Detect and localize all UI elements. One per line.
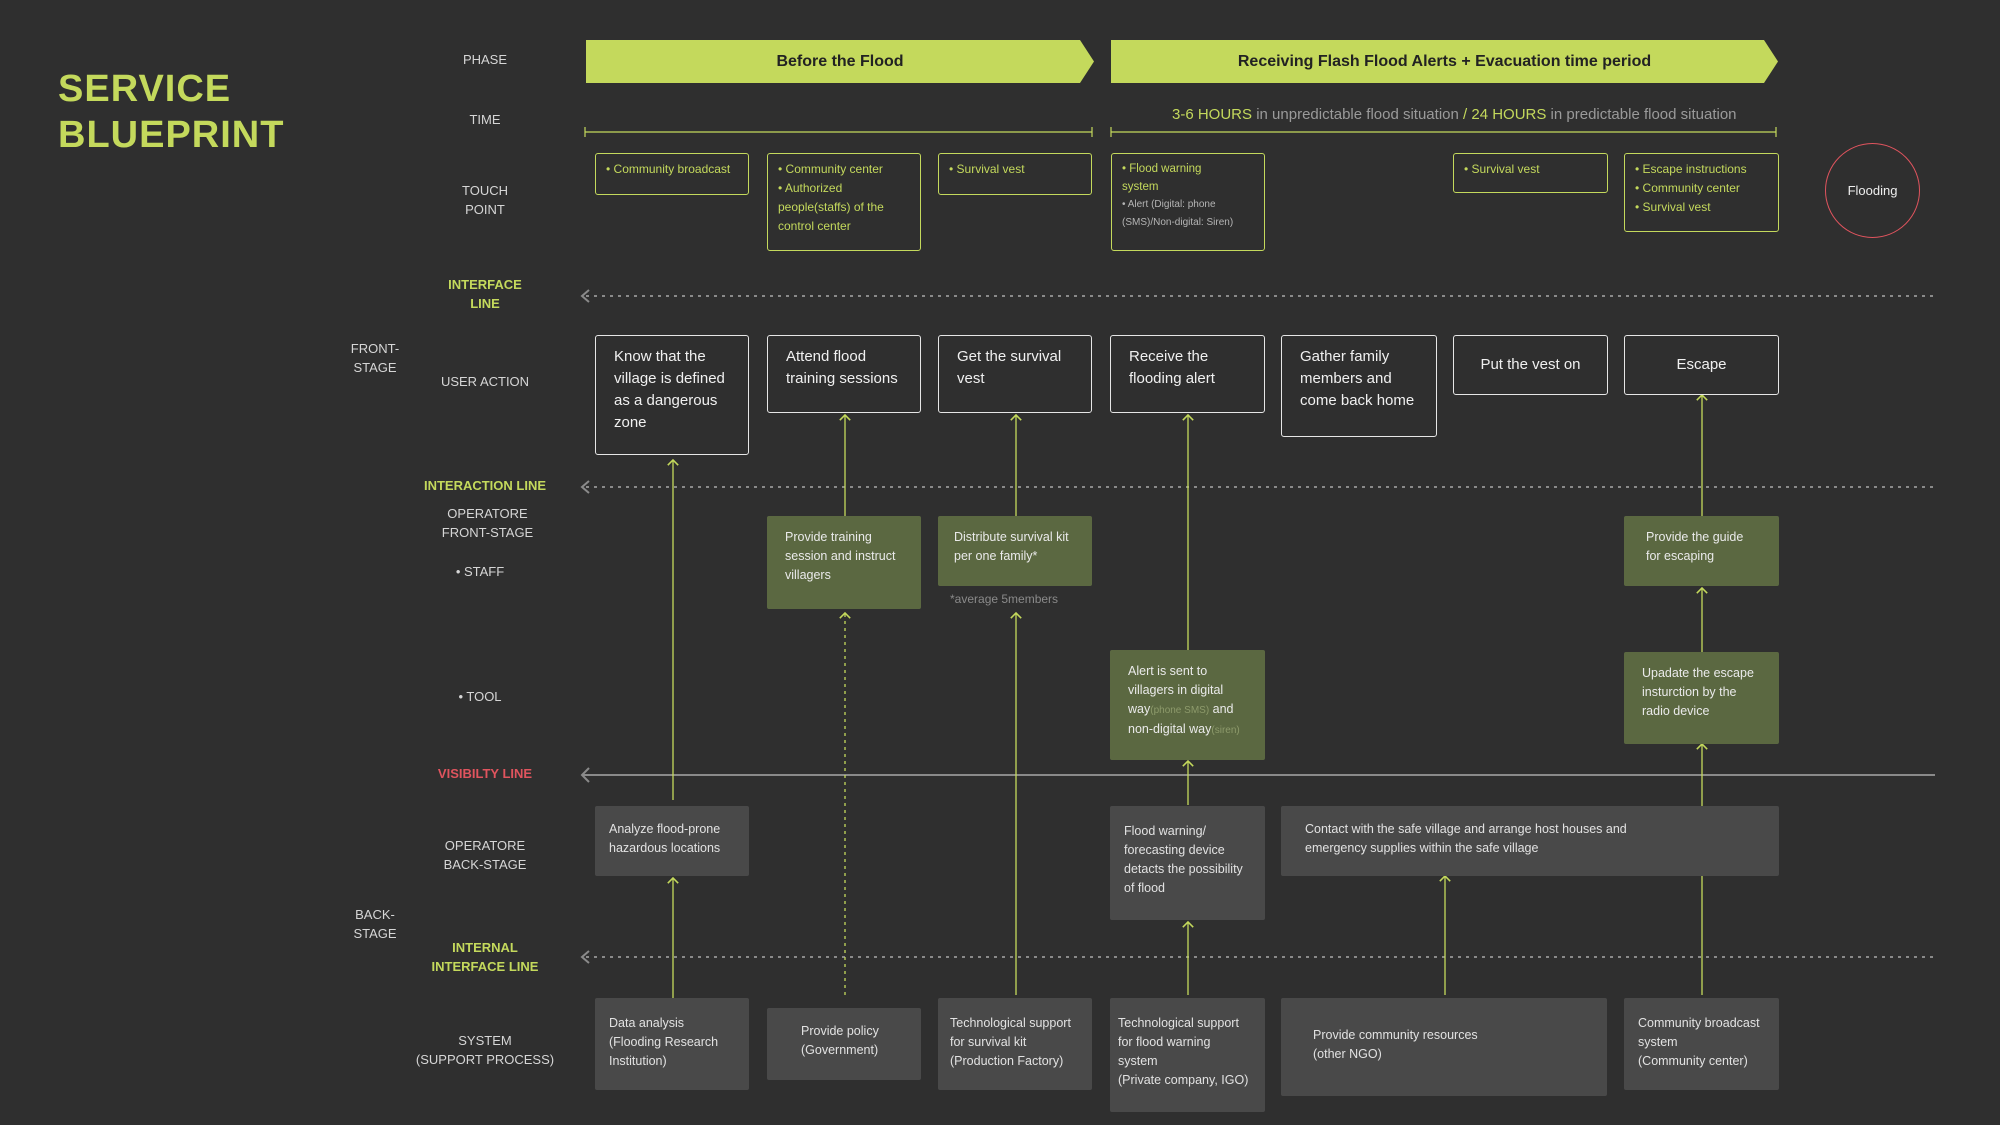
time-bar-before: [584, 127, 1093, 137]
tool-alert-sent: Alert is sent to villagers in digital wa…: [1110, 650, 1265, 760]
tp-item: control center: [778, 219, 851, 233]
tool-alert-text-4: (siren): [1211, 725, 1240, 736]
tp-item: • Authorized: [778, 181, 843, 195]
label-touch-point: TOUCH POINT: [462, 183, 508, 217]
tp-item: • Alert (Digital: phone: [1122, 199, 1216, 210]
tp-item: • Community center: [1635, 181, 1740, 195]
backstage-analyze-locations: Analyze flood-prone hazardous locations: [595, 806, 749, 876]
tp-item: • Community center: [778, 162, 883, 176]
touch-point-community-center: • Community center • Authorized people(s…: [767, 153, 921, 251]
touch-point-community-broadcast: • Community broadcast: [595, 153, 749, 195]
time-bar-alert: [1110, 127, 1777, 137]
label-operator-front-stage: OPERATORE FRONT-STAGE: [441, 506, 534, 540]
system-data-analysis: Data analysis (Flooding Research Institu…: [595, 998, 749, 1090]
time-text-unpredictable: in unpredictable flood situation: [1252, 106, 1464, 123]
label-interface-line: INTERFACE LINE: [448, 277, 522, 311]
tool-update-escape: Upadate the escape insturction by the ra…: [1624, 652, 1779, 744]
label-phase: PHASE: [462, 52, 508, 67]
tp-item: • Survival vest: [1464, 162, 1540, 176]
backstage-flood-forecasting: Flood warning/ forecasting device detact…: [1110, 806, 1265, 920]
staff-provide-training: Provide training session and instruct vi…: [767, 516, 921, 609]
system-tech-support-kit: Technological support for survival kit (…: [938, 998, 1092, 1090]
time-description: 3-6 HOURS in unpredictable flood situati…: [1172, 106, 1737, 123]
staff-distribute-kit: Distribute survival kit per one family*: [938, 516, 1092, 586]
label-time: TIME: [469, 112, 501, 127]
label-visibility-line: VISIBILTY LINE: [437, 766, 533, 781]
label-user-action: USER ACTION: [440, 374, 530, 389]
touch-point-flood-warning: • Flood warning system • Alert (Digital:…: [1111, 153, 1265, 251]
tool-alert-text-1: Alert is sent to villagers in digital wa…: [1128, 664, 1224, 716]
backstage-contact-safe-village: Contact with the safe village and arrang…: [1281, 806, 1779, 876]
tp-item: (SMS)/Non-digital: Siren): [1122, 217, 1234, 228]
tp-item: system: [1122, 181, 1159, 193]
label-internal-interface-line: INTERNAL INTERFACE LINE: [431, 940, 539, 974]
label-back-stage: BACK- STAGE: [353, 907, 397, 941]
tool-alert-text-2: (phone SMS): [1150, 705, 1210, 716]
touch-point-survival-vest: • Survival vest: [938, 153, 1092, 195]
page-title: SERVICE BLUEPRINT: [58, 68, 285, 156]
system-tech-support-warning: Technological support for flood warning …: [1110, 998, 1265, 1112]
label-front-stage: FRONT- STAGE: [350, 341, 400, 375]
tool-alert-text-3: and non-digital way: [1128, 702, 1234, 736]
user-action-receive-alert: Receive the flooding alert: [1110, 335, 1265, 413]
time-hours-predictable: 24 HOURS: [1467, 106, 1547, 123]
system-community-resources: Provide community resources (other NGO): [1281, 998, 1607, 1096]
staff-note: *average 5members: [950, 592, 1059, 606]
phase-before-flood: Before the Flood: [586, 40, 1094, 83]
tp-item: • Escape instructions: [1635, 162, 1747, 176]
user-action-escape: Escape: [1624, 335, 1779, 395]
time-hours-unpredictable: 3-6 HOURS: [1172, 106, 1253, 123]
label-tool: • TOOL: [458, 689, 502, 704]
tp-item: • Flood warning: [1122, 163, 1202, 175]
time-text-predictable: in predictable flood situation: [1546, 106, 1737, 123]
phase-alert-evacuation: Receiving Flash Flood Alerts + Evacuatio…: [1111, 40, 1778, 83]
label-system: SYSTEM (SUPPORT PROCESS): [415, 1033, 555, 1067]
user-action-get-vest: Get the survival vest: [938, 335, 1092, 413]
time-separator: /: [1463, 106, 1468, 123]
user-action-put-vest: Put the vest on: [1453, 335, 1608, 395]
user-action-know-zone: Know that the village is defined as a da…: [595, 335, 749, 455]
user-action-gather-family: Gather family members and come back home: [1281, 335, 1437, 437]
tp-item: • Survival vest: [949, 162, 1025, 176]
tp-item: • Survival vest: [1635, 200, 1711, 214]
touch-point-escape: • Escape instructions • Community center…: [1624, 153, 1779, 232]
system-community-broadcast: Community broadcast system (Community ce…: [1624, 998, 1779, 1090]
tp-item: people(staffs) of the: [778, 200, 884, 214]
label-staff: • STAFF: [455, 564, 505, 579]
flooding-marker: Flooding: [1825, 143, 1920, 238]
label-interaction-line: INTERACTION LINE: [423, 478, 547, 493]
user-action-attend-training: Attend flood training sessions: [767, 335, 921, 413]
staff-provide-guide: Provide the guide for escaping: [1624, 516, 1779, 586]
system-provide-policy: Provide policy (Government): [767, 1008, 921, 1080]
touch-point-survival-vest-2: • Survival vest: [1453, 153, 1608, 193]
tp-item: • Community broadcast: [606, 162, 731, 176]
label-operator-back-stage: OPERATORE BACK-STAGE: [443, 838, 527, 872]
